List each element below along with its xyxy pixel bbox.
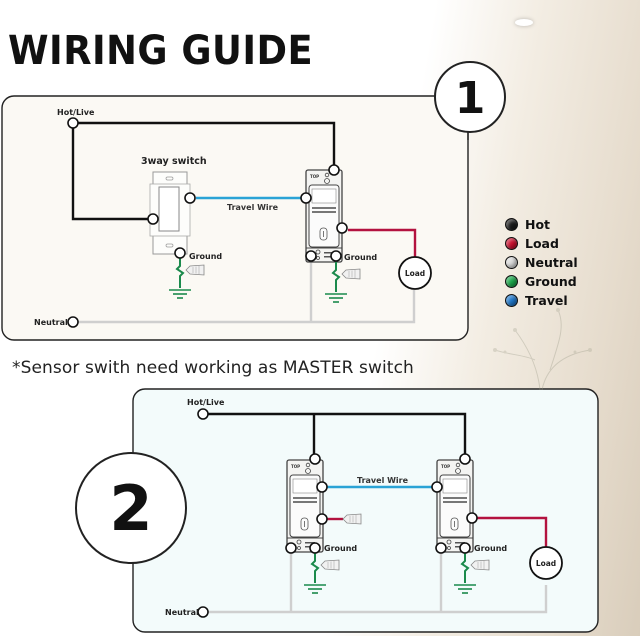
ground-label-1: Ground — [189, 252, 222, 261]
neutral-terminal — [197, 606, 209, 618]
ground-label-2: Ground — [344, 253, 377, 262]
legend-label: Neutral — [525, 254, 578, 270]
neutral-label: Neutral — [34, 318, 68, 327]
hot-color-dot-icon — [505, 217, 518, 231]
legend-item-load: Load — [505, 235, 578, 251]
neutral-wire — [208, 585, 548, 614]
step-number-1: 1 — [455, 73, 486, 124]
sensor-load-terminal — [336, 222, 348, 234]
hot-live-label: Hot/Live — [187, 398, 225, 407]
sensor2-traveler-terminal — [431, 481, 443, 493]
ceiling-light-decoration — [515, 19, 533, 26]
sensor2-load-terminal — [466, 512, 478, 524]
sensor1-line-terminal — [309, 453, 321, 465]
ground-label-1: Ground — [324, 544, 357, 553]
hot-terminal — [197, 408, 209, 420]
sensor-switch-1 — [286, 459, 324, 553]
sensor2-ground-terminal — [459, 542, 471, 554]
step-number-2: 2 — [109, 472, 152, 545]
sensor2-line-terminal — [459, 453, 471, 465]
load-circle — [529, 546, 563, 580]
legend-label: Ground — [525, 273, 577, 289]
legend-item-hot: Hot — [505, 216, 578, 232]
plant-decoration — [493, 308, 592, 390]
sensor-neutral-terminal — [305, 250, 317, 262]
master-switch-note: *Sensor swith need working as MASTER swi… — [12, 358, 414, 378]
legend-item-travel: Travel — [505, 292, 578, 308]
travel-wire-label: Travel Wire — [357, 476, 409, 485]
load-wire — [477, 516, 548, 548]
three-way-switch — [149, 171, 191, 255]
sensor1-load-terminal — [316, 513, 328, 525]
neutral-color-dot-icon — [505, 255, 518, 269]
diagram-1: Hot/Live Neutral 3way switch Travel Wire… — [1, 61, 506, 341]
load-label: Load — [405, 269, 425, 278]
ground-label-2: Ground — [474, 544, 507, 553]
sensor1-ground-terminal — [309, 542, 321, 554]
3way-traveler-terminal — [184, 192, 196, 204]
travel-color-dot-icon — [505, 293, 518, 307]
hot-live-label: Hot/Live — [57, 108, 95, 117]
step-badge-1 — [434, 61, 506, 133]
legend-item-ground: Ground — [505, 273, 578, 289]
legend-label: Hot — [525, 216, 551, 232]
legend-label: Load — [525, 235, 559, 251]
load-wire — [348, 228, 417, 260]
sensor-switch-2 — [436, 459, 474, 553]
sensor-traveler-terminal — [300, 192, 312, 204]
ground-color-dot-icon — [505, 274, 518, 288]
step-badge-2 — [75, 452, 187, 564]
hot-wire — [78, 121, 336, 170]
sensor-ground-terminal — [330, 250, 342, 262]
neutral-wire — [78, 290, 416, 324]
travel-wire-label: Travel Wire — [227, 203, 279, 212]
sensor-line-terminal — [328, 164, 340, 176]
sensor2-neutral-terminal — [435, 542, 447, 554]
legend-label: Travel — [525, 292, 568, 308]
load-label: Load — [536, 559, 556, 568]
page-title: WIRING GUIDE — [8, 28, 314, 74]
wire-color-legend: Hot Load Neutral Ground Travel — [505, 216, 578, 308]
neutral-label: Neutral — [165, 608, 199, 617]
hot-wire — [208, 412, 467, 455]
diagram-2: Hot/Live Neutral Travel Wire Ground Grou… — [75, 388, 599, 633]
3way-common-terminal — [147, 213, 159, 225]
three-way-switch-label: 3way switch — [141, 156, 207, 167]
load-circle — [398, 256, 432, 290]
hot-terminal — [67, 117, 79, 129]
sensor-switch — [305, 169, 343, 263]
3way-ground-terminal — [174, 247, 186, 259]
hot-wire-to-3way — [71, 127, 148, 221]
diagram-2-panel — [132, 388, 599, 633]
neutral-terminal — [67, 316, 79, 328]
diagram-1-panel — [1, 95, 469, 341]
legend-item-neutral: Neutral — [505, 254, 578, 270]
sensor1-traveler-terminal — [316, 481, 328, 493]
sensor1-neutral-terminal — [285, 542, 297, 554]
load-color-dot-icon — [505, 236, 518, 250]
